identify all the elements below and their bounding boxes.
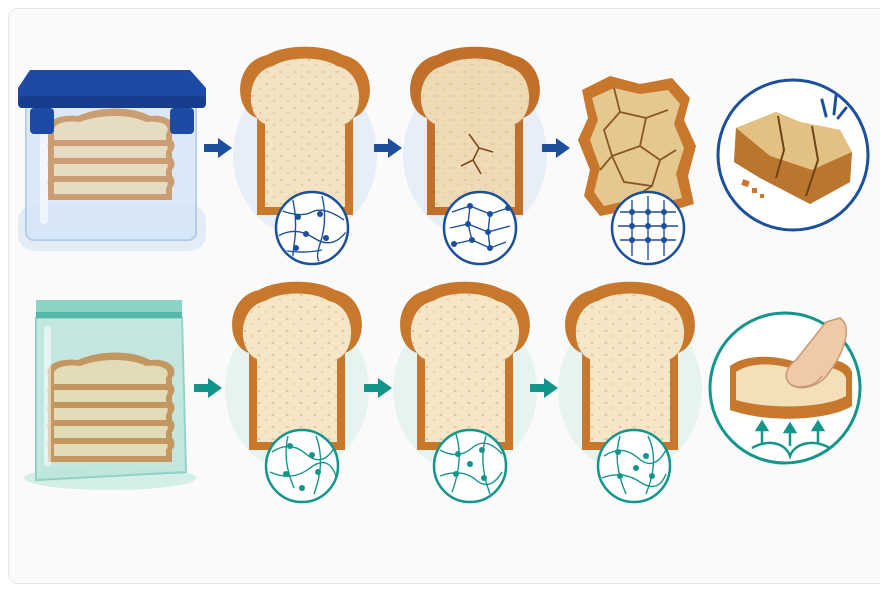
starch-network-flexible-icon: [434, 430, 506, 502]
zip-bag-icon: [24, 300, 196, 490]
starch-network-loose-icon: [276, 192, 348, 265]
finger-press-soft-bread-icon: [710, 313, 860, 463]
crumbling-hard-bread-icon: [718, 80, 868, 230]
row-zip-bag: [24, 282, 860, 502]
starch-network-flexible-icon: [266, 430, 338, 502]
starch-network-denser-icon: [444, 192, 516, 264]
row-airtight-container: [18, 47, 868, 265]
starch-network-flexible-icon: [598, 430, 670, 502]
plastic-container-icon: [18, 70, 206, 251]
starch-network-crystallized-icon: [612, 192, 684, 264]
